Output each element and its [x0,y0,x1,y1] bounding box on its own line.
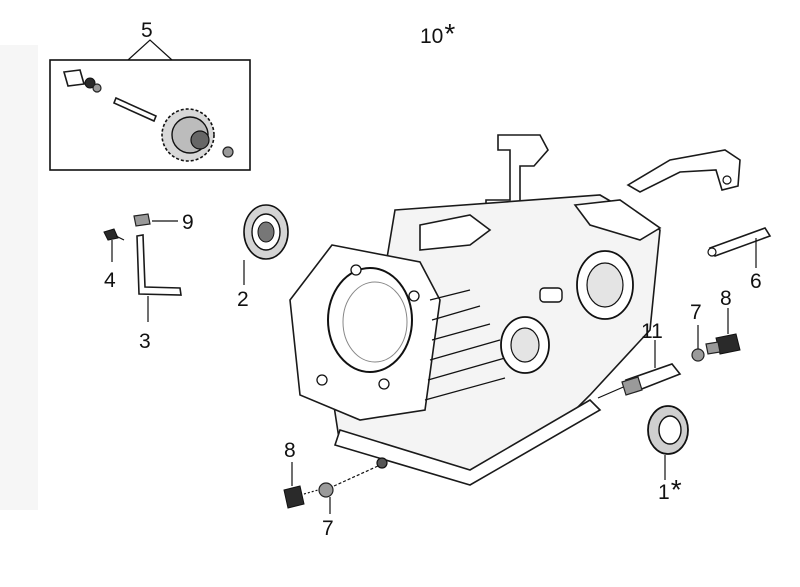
label-crankcase: 10* [420,20,455,54]
label-pin: 9 [182,211,194,234]
governor-arm-part [707,227,772,268]
drain-bolt-right-part [705,308,741,355]
governor-weight-pin [62,69,102,93]
label-oil-seal: 1* [658,476,682,510]
label-washer-bottom: 7 [322,517,334,540]
label-crankcase-mark: * [444,18,456,49]
clip-part [103,228,125,262]
oil-seal-part [647,405,689,480]
bearing-part [243,204,289,285]
washer-bottom-part [318,465,379,514]
label-dowel-pin: 11 [641,320,663,343]
label-governor-kit: 5 [141,19,153,42]
drain-bolt-bottom-part [283,462,319,509]
label-drain-bolt-right: 8 [720,287,732,310]
governor-kit-callout [49,39,251,171]
governor-shaft [112,96,158,123]
crankcase-part [289,134,741,486]
washer-right-part [691,325,705,362]
label-drain-bolt-bottom: 8 [284,439,296,462]
label-governor-arm: 6 [750,270,762,293]
pin-part [133,213,178,227]
label-oil-seal-number: 1 [658,481,670,504]
dowel-pin-part [621,340,682,396]
governor-arm-shaft-part [136,234,182,322]
governor-gear [161,108,234,162]
label-oil-seal-mark: * [670,474,682,505]
label-crankcase-number: 10 [420,25,444,48]
label-washer-right: 7 [690,301,702,324]
label-clip: 4 [104,269,116,292]
label-bearing: 2 [237,288,249,311]
scan-background [0,45,38,510]
label-governor-arm-shaft: 3 [139,330,151,353]
